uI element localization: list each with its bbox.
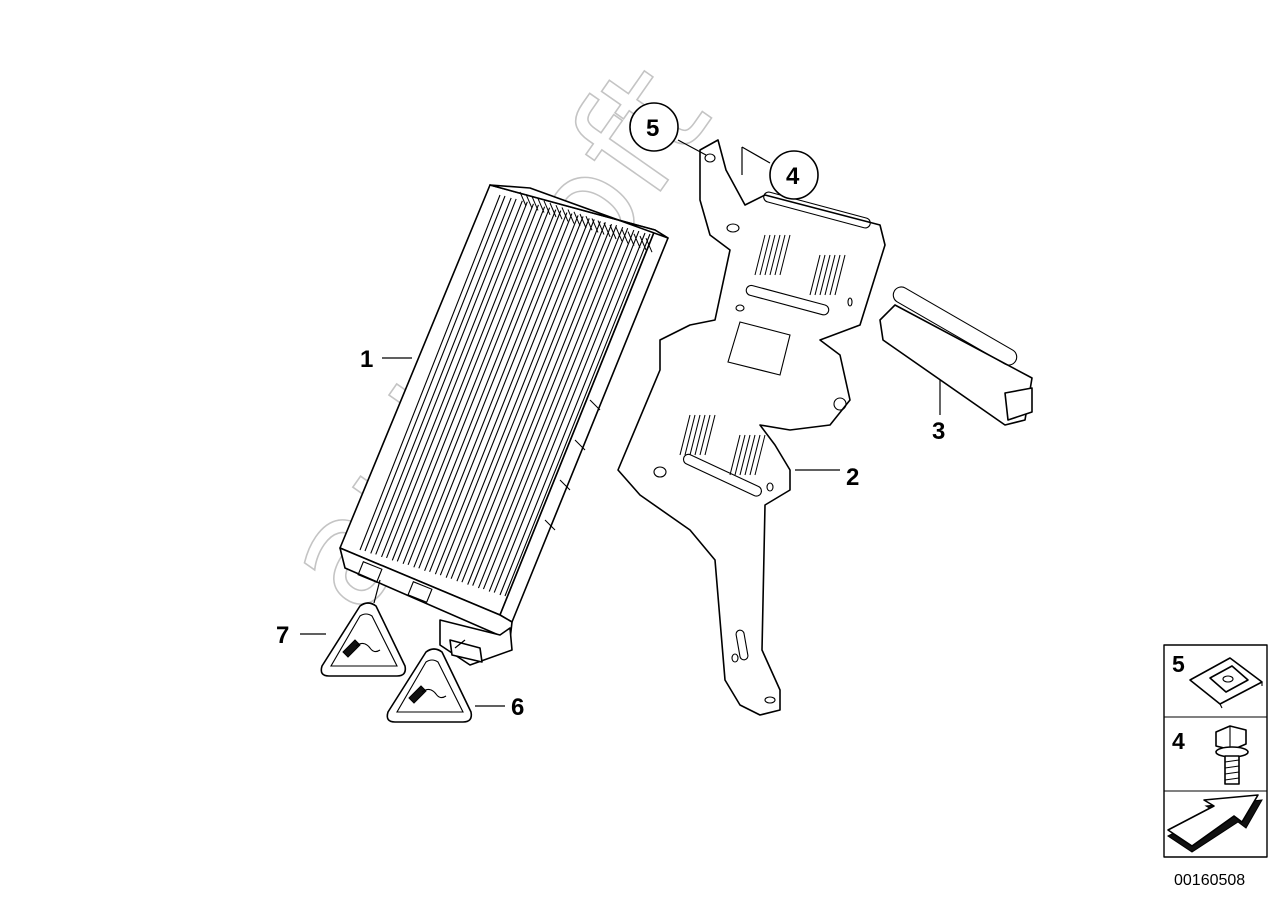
line-detail bbox=[370, 197, 512, 554]
line-detail bbox=[819, 254, 831, 296]
line-detail bbox=[579, 213, 587, 229]
line-detail bbox=[477, 226, 624, 589]
legend-label-4: 4 bbox=[1172, 728, 1185, 754]
line-detail bbox=[402, 206, 546, 565]
line-detail bbox=[809, 254, 821, 296]
line-detail bbox=[834, 254, 846, 296]
line-detail bbox=[525, 194, 533, 209]
line-detail bbox=[754, 234, 766, 276]
hex-bolt-icon[interactable] bbox=[1215, 725, 1249, 785]
line-detail bbox=[639, 235, 647, 251]
line-detail bbox=[615, 227, 623, 242]
mounting-bracket-icon[interactable] bbox=[617, 139, 886, 716]
legend: 5 4 bbox=[1163, 644, 1268, 858]
line-detail bbox=[627, 231, 635, 246]
line-detail bbox=[567, 209, 575, 224]
line-detail bbox=[645, 238, 653, 253]
line-detail bbox=[482, 227, 629, 590]
wiring-harness-warning-icon[interactable] bbox=[386, 648, 473, 723]
callout-3: 3 bbox=[932, 418, 945, 445]
line-detail bbox=[829, 254, 841, 296]
line-detail bbox=[391, 203, 534, 561]
line-detail bbox=[573, 211, 581, 226]
line-detail bbox=[603, 222, 611, 237]
line-detail bbox=[555, 205, 563, 220]
line-detail bbox=[759, 234, 771, 276]
line-detail bbox=[754, 434, 766, 476]
line-detail bbox=[413, 209, 557, 568]
line-detail bbox=[386, 201, 528, 559]
line-detail bbox=[467, 224, 613, 585]
line-detail bbox=[461, 222, 606, 583]
line-detail bbox=[504, 233, 651, 597]
line-detail bbox=[699, 414, 711, 456]
line-detail bbox=[407, 207, 551, 566]
line-detail bbox=[488, 229, 635, 592]
wiring-harness-warning-icon[interactable] bbox=[320, 602, 407, 677]
line-detail bbox=[381, 200, 523, 558]
line-detail bbox=[543, 200, 551, 215]
line-detail bbox=[824, 254, 836, 296]
holder-icon[interactable] bbox=[879, 284, 1033, 426]
line-detail bbox=[729, 434, 741, 476]
line-detail bbox=[561, 207, 569, 222]
line-detail bbox=[439, 216, 584, 576]
callout-4: 4 bbox=[786, 163, 800, 190]
document-number: 00160508 bbox=[1174, 872, 1245, 889]
clip-nut-icon[interactable] bbox=[1189, 657, 1263, 709]
line-detail bbox=[734, 434, 746, 476]
line-detail bbox=[364, 195, 506, 552]
line-detail bbox=[531, 196, 539, 211]
line-detail bbox=[472, 225, 618, 586]
line-detail bbox=[429, 213, 573, 572]
line-detail bbox=[537, 198, 545, 213]
callout-1: 1 bbox=[360, 346, 373, 373]
line-detail bbox=[814, 254, 826, 296]
line-detail bbox=[769, 234, 781, 276]
line-detail bbox=[585, 216, 593, 231]
line-detail bbox=[375, 198, 517, 555]
line-detail bbox=[739, 434, 751, 476]
line-detail bbox=[609, 224, 617, 240]
line-detail bbox=[493, 230, 640, 593]
line-detail bbox=[519, 191, 527, 207]
line-detail bbox=[744, 434, 756, 476]
line-detail bbox=[396, 204, 539, 562]
arrow-icon[interactable] bbox=[1167, 794, 1263, 853]
line-detail bbox=[445, 218, 590, 578]
line-detail bbox=[779, 234, 791, 276]
amplifier-icon[interactable] bbox=[339, 184, 669, 666]
line-detail bbox=[450, 219, 595, 579]
line-detail bbox=[456, 221, 601, 582]
line-detail bbox=[621, 229, 629, 244]
line-detail bbox=[434, 215, 579, 575]
callout-5: 5 bbox=[646, 115, 659, 142]
line-detail bbox=[774, 234, 786, 276]
line-detail bbox=[684, 414, 696, 456]
callout-5-circle bbox=[629, 102, 679, 152]
line-detail bbox=[704, 414, 716, 456]
legend-label-5: 5 bbox=[1172, 651, 1185, 677]
line-detail bbox=[749, 434, 761, 476]
line-detail bbox=[499, 232, 646, 596]
line-detail bbox=[359, 194, 501, 551]
line-detail bbox=[591, 218, 599, 233]
callout-6: 6 bbox=[511, 694, 524, 721]
line-detail bbox=[597, 220, 605, 235]
line-detail bbox=[549, 202, 557, 218]
line-detail bbox=[679, 414, 691, 456]
line-detail bbox=[694, 414, 706, 456]
line-detail bbox=[424, 212, 568, 571]
callout-7: 7 bbox=[276, 622, 289, 649]
callout-4-circle bbox=[769, 150, 819, 200]
line-detail bbox=[633, 233, 641, 248]
line-detail bbox=[689, 414, 701, 456]
callout-2: 2 bbox=[846, 464, 859, 491]
line-detail bbox=[418, 210, 562, 569]
line-detail bbox=[764, 234, 776, 276]
